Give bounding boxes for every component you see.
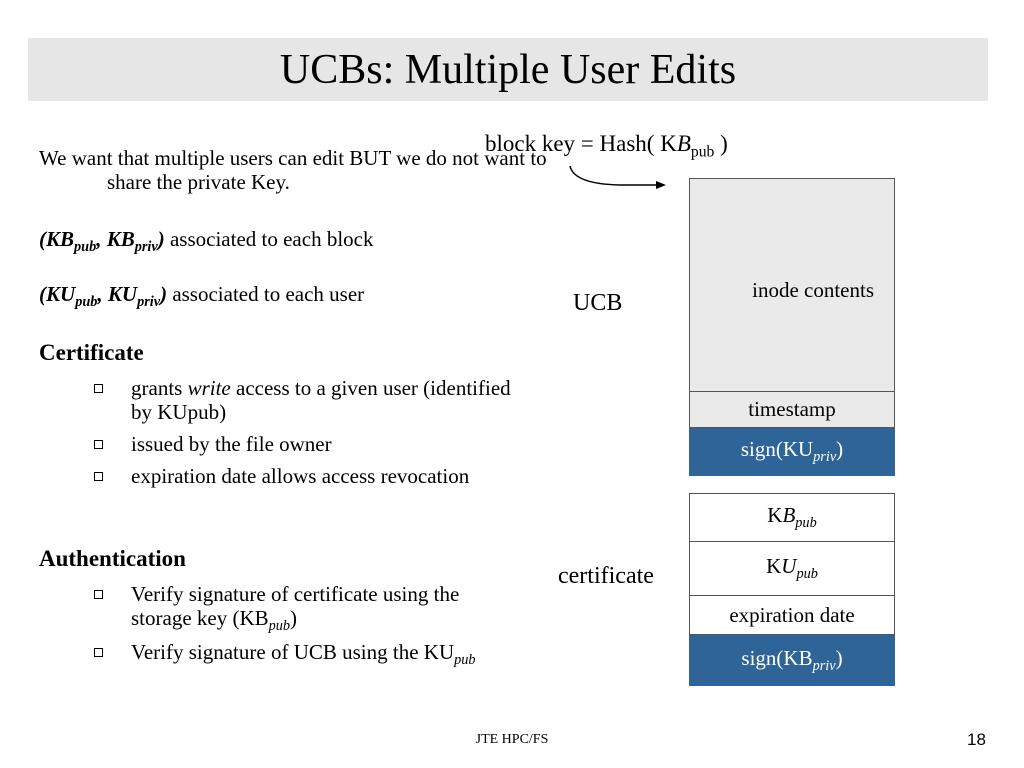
sign-ku-post: )	[836, 437, 844, 462]
auth-b1-text: Verify signature of certificate using th…	[131, 582, 460, 630]
cert-ku-pre: K	[766, 553, 782, 578]
cert-b1-em: write	[187, 376, 231, 400]
certificate-bullet-2: issued by the file owner	[94, 432, 514, 456]
title-bar: UCBs: Multiple User Edits	[28, 38, 988, 101]
sign-kb-priv-box: sign(KBpriv)	[689, 635, 895, 686]
inode-contents-text: inode contents	[752, 278, 874, 302]
certificate-heading: Certificate	[39, 340, 144, 365]
block-key-label: block key = Hash( KBpub )	[485, 131, 728, 162]
auth-b1-end: )	[290, 606, 298, 630]
intro-text: We want that multiple users can edit BUT…	[39, 146, 547, 194]
inode-contents-box: inode contents	[689, 178, 895, 392]
kb-pub-box: KBpub	[689, 493, 895, 542]
sign-ku-pre: sign(KU	[740, 437, 814, 462]
certificate-label: certificate	[558, 563, 654, 589]
auth-bullet-2: Verify signature of UCB using the KUpub	[94, 640, 514, 672]
expiration-date-box: expiration date	[689, 595, 895, 635]
expiration-date-text: expiration date	[729, 602, 855, 627]
kb-pub: KB	[46, 227, 75, 251]
auth-b1-sub: pub	[268, 618, 291, 635]
auth-b2-sub: pub	[454, 652, 476, 669]
ku-priv: KU	[107, 282, 138, 306]
cert-kb-pre: K	[767, 502, 783, 527]
sign-kb-pre: sign(KB	[741, 645, 813, 670]
cert-b3-text: expiration date allows access revocation	[131, 464, 470, 488]
authentication-heading: Authentication	[39, 546, 186, 571]
bullet-square-icon	[94, 472, 103, 481]
ku-priv-sub: priv	[137, 294, 161, 311]
bullet-square-icon	[94, 648, 103, 657]
bullet-square-icon	[94, 590, 103, 599]
ku-pub-box: KUpub	[689, 541, 895, 596]
sign-kb-post: )	[835, 645, 843, 670]
cert-b1-pre: grants	[131, 376, 188, 400]
slide-title: UCBs: Multiple User Edits	[279, 46, 737, 93]
block-key-pre: block key = Hash( K	[485, 131, 677, 156]
cert-b2-text: issued by the file owner	[131, 432, 332, 456]
ku-pair-text: associated to each user	[167, 282, 365, 306]
block-key-sub: pub	[690, 143, 715, 161]
block-key-em: B	[676, 131, 691, 156]
ku-pub: KU	[46, 282, 76, 306]
kb-pair-text: associated to each block	[164, 227, 374, 251]
block-key-post: )	[714, 131, 728, 156]
auth-bullet-1: Verify signature of certificate using th…	[94, 582, 514, 638]
kb-priv-sub: priv	[134, 239, 158, 256]
auth-b2-text: Verify signature of UCB using the KU	[131, 640, 455, 664]
bullet-square-icon	[94, 384, 103, 393]
kb-pair-line: (KBpub, KBpriv) associated to each block	[39, 227, 374, 256]
sign-kb-sub: priv	[812, 658, 836, 675]
kb-pub-sub: pub	[74, 239, 97, 256]
cert-ku-sub: pub	[796, 566, 818, 583]
kb-priv: KB	[106, 227, 135, 251]
cert-kb-em: B	[782, 502, 796, 527]
footer: JTE HPC/FS	[475, 732, 549, 747]
sign-ku-priv-box: sign(KUpriv)	[689, 428, 895, 476]
timestamp-text: timestamp	[748, 397, 836, 421]
timestamp-box: timestamp	[689, 391, 895, 428]
curved-arrow-icon	[569, 165, 666, 189]
page-number: 18	[967, 730, 986, 749]
cert-ku-em: U	[781, 553, 797, 578]
bullet-square-icon	[94, 440, 103, 449]
ucb-label: UCB	[573, 290, 623, 316]
sign-ku-sub: priv	[813, 449, 837, 466]
certificate-bullet-3: expiration date allows access revocation	[94, 464, 514, 488]
ku-pub-sub: pub	[75, 294, 98, 311]
certificate-bullet-1: grants write access to a given user (ide…	[94, 376, 514, 424]
cert-b1-post: access to a given user (identified by KU…	[131, 376, 511, 424]
cert-kb-sub: pub	[795, 515, 817, 532]
ku-pair-line: (KUpub, KUpriv) associated to each user	[39, 282, 365, 311]
